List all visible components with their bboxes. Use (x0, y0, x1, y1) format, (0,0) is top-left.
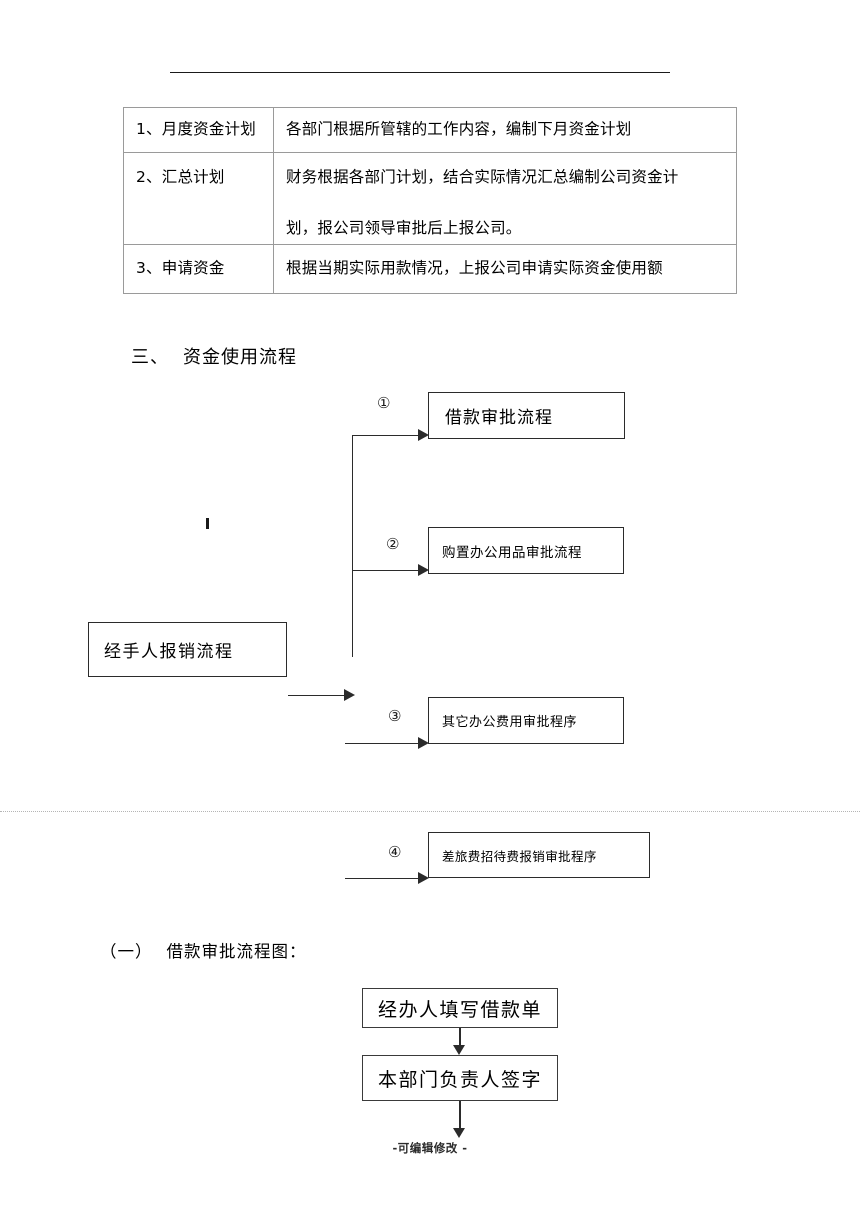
section-heading-three: 三、资金使用流程 (131, 343, 297, 369)
table-cell-desc: 财务根据各部门计划，结合实际情况汇总编制公司资金计 划，报公司领导审批后上报公司… (273, 152, 737, 245)
top-horizontal-rule (170, 72, 670, 73)
connector-step-1 (459, 1028, 461, 1048)
connector-step-2 (459, 1101, 461, 1131)
arrow-right-icon (418, 564, 429, 576)
flow-branch-label: 其它办公费用审批程序 (442, 715, 578, 730)
desc-line: 根据当期实际用款情况，上报公司申请实际资金使用额 (286, 259, 663, 278)
arrow-down-icon (453, 1128, 465, 1138)
section-title: 资金使用流程 (183, 347, 297, 368)
arrow-down-icon (453, 1045, 465, 1055)
funding-plan-table: 1、月度资金计划 各部门根据所管辖的工作内容，编制下月资金计划 2、汇总计划 财… (123, 107, 737, 294)
connector-branch-3 (345, 743, 420, 744)
section-number: 三、 (131, 347, 169, 368)
section-title: 借款审批流程图： (166, 942, 307, 961)
table-cell-desc: 根据当期实际用款情况，上报公司申请实际资金使用额 (273, 243, 737, 294)
flow-step-box-1: 经办人填写借款单 (362, 988, 558, 1028)
flow-branch-box-3: 其它办公费用审批程序 (428, 697, 624, 744)
branch-marker-1: ① (377, 394, 391, 412)
flow-branch-label: 借款审批流程 (445, 408, 553, 428)
arrow-right-icon (418, 872, 429, 884)
flow-step-box-2: 本部门负责人签字 (362, 1055, 558, 1101)
table-row: 2、汇总计划 财务根据各部门计划，结合实际情况汇总编制公司资金计 划，报公司领导… (123, 152, 737, 245)
table-row: 1、月度资金计划 各部门根据所管辖的工作内容，编制下月资金计划 (123, 107, 737, 153)
arrow-right-icon (418, 429, 429, 441)
flow-step-label: 本部门负责人签字 (377, 1068, 542, 1091)
flow-branch-box-2: 购置办公用品审批流程 (428, 527, 624, 574)
flow-branch-label: 购置办公用品审批流程 (442, 544, 582, 561)
table-cell-label: 2、汇总计划 (123, 152, 274, 245)
section-heading-one: （一） 借款审批流程图： (100, 938, 307, 962)
table-cell-label: 1、月度资金计划 (123, 107, 274, 153)
flow-branch-label: 差旅费招待费报销审批程序 (442, 848, 597, 864)
flow-source-box: 经手人报销流程 (88, 622, 287, 677)
table-row: 3、申请资金 根据当期实际用款情况，上报公司申请实际资金使用额 (123, 243, 737, 294)
footer-note: -可编辑修改 - (392, 1141, 468, 1155)
connector-branch-4 (345, 878, 420, 879)
desc-line: 财务根据各部门计划，结合实际情况汇总编制公司资金计 (286, 168, 679, 186)
flow-branch-box-4: 差旅费招待费报销审批程序 (428, 832, 650, 878)
arrow-right-icon (344, 689, 355, 701)
table-cell-desc: 各部门根据所管辖的工作内容，编制下月资金计划 (273, 107, 737, 153)
branch-marker-3: ③ (388, 707, 402, 725)
connector-branch-1 (352, 435, 420, 436)
desc-line: 各部门根据所管辖的工作内容，编制下月资金计划 (286, 120, 632, 139)
flow-step-label: 经办人填写借款单 (377, 998, 542, 1021)
desc-line: 划，报公司领导审批后上报公司。 (286, 219, 522, 238)
table-cell-label: 3、申请资金 (123, 243, 274, 294)
connector-branch-2 (352, 570, 420, 571)
page-separator (0, 811, 860, 812)
connector-stub-line (288, 695, 346, 696)
branch-marker-4: ④ (388, 843, 402, 861)
section-number: （一） (100, 942, 153, 961)
flow-source-label: 经手人报销流程 (104, 642, 234, 662)
connector-trunk-vertical (352, 435, 353, 657)
arrow-right-icon (418, 737, 429, 749)
branch-marker-2: ② (386, 535, 400, 553)
flow-branch-box-1: 借款审批流程 (428, 392, 625, 439)
stray-tick-mark (206, 518, 209, 529)
